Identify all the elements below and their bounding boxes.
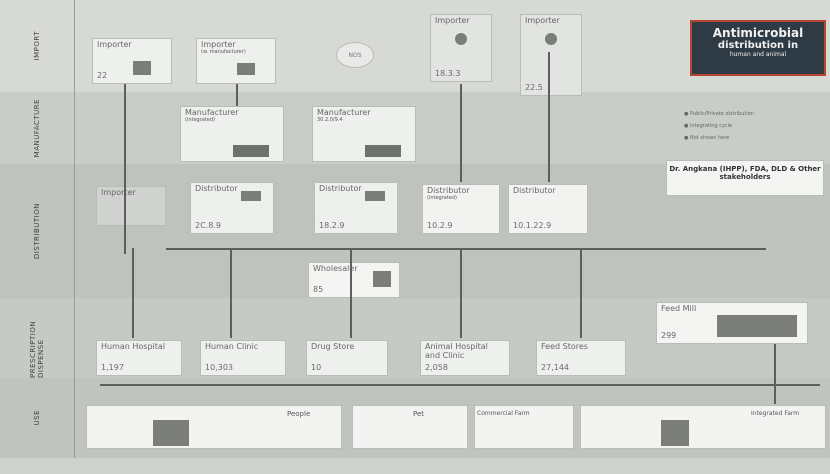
row-label-use: USE [33, 410, 41, 426]
feed-mill-box: Feed Mill 299 [656, 302, 808, 344]
globe-icon [545, 33, 557, 45]
factory-icon [237, 63, 255, 75]
row-label-distribution: DISTRIBUTION [33, 203, 41, 259]
barn-icon [661, 420, 689, 446]
human-clinic-box: Human Clinic 10,303 [200, 340, 286, 376]
drug-store-box: Drug Store 10 [306, 340, 388, 376]
feed-stores-box: Feed Stores 27,144 [536, 340, 626, 376]
legend-item-1: ● Public/Private distribution [684, 108, 754, 120]
commercial-farm-scene: Commercial Farm [474, 405, 574, 449]
row-label-import: IMPORT [33, 31, 41, 60]
legend: ● Public/Private distribution ● Integrat… [684, 108, 754, 144]
legend-item-3: ● Not shown here [684, 132, 754, 144]
legend-item-2: ● Integrating cycle [684, 120, 754, 132]
globe-icon [455, 33, 467, 45]
importer-box-4: Importer 22.5 [520, 14, 582, 96]
distributor-box-2: Distributor 18.2.9 [314, 182, 398, 234]
house-icon [153, 420, 189, 446]
wholesaler-box: Wholesaler 85 [308, 262, 400, 298]
animal-hospital-box: Animal Hospital and Clinic 2,058 [420, 340, 510, 376]
importer-box-3: Importer 18.3.3 [430, 14, 492, 82]
truck-icon [365, 191, 385, 201]
distribution-importer-box: Importer [96, 186, 166, 226]
title-line3: human and animal [692, 51, 824, 58]
machine-icon [233, 145, 269, 157]
row-label-manufacture: MANUFACTURE [33, 99, 41, 157]
truck-icon [241, 191, 261, 201]
importer-box-2: Importer (w. manufacturer) [196, 38, 276, 84]
row-label-prescription: PRESCRIPTION DISPENSE [29, 298, 45, 378]
title-line2: distribution in [692, 40, 824, 51]
machine-icon [365, 145, 401, 157]
manufacturer-box-1: Manufacturer (integrated) [180, 106, 284, 162]
distributor-box-1: Distributor 2C.8.9 [190, 182, 274, 234]
manufacturer-box-2: Manufacturer 30.2.0/9.4 [312, 106, 416, 162]
distributor-box-4: Distributor 10.1.22.9 [508, 184, 588, 234]
factory-icon [133, 61, 151, 75]
stakeholders-box: Dr. Angkana (IHPP), FDA, DLD & Other sta… [666, 160, 824, 196]
title-box: Antimicrobial distribution in human and … [690, 20, 826, 76]
distributor-box-3: Distributor (integrated) 10.2.9 [422, 184, 500, 234]
pet-scene: Pet [352, 405, 468, 449]
importer-box-1: Importer 22 [92, 38, 172, 84]
building-icon [373, 271, 391, 287]
people-scene: People [86, 405, 342, 449]
nos-oval: NOS [336, 42, 374, 68]
title-line1: Antimicrobial [692, 26, 824, 40]
integrated-farm-scene: Integrated Farm [580, 405, 826, 449]
human-hospital-box: Human Hospital 1,197 [96, 340, 182, 376]
factory-icon [717, 315, 797, 337]
